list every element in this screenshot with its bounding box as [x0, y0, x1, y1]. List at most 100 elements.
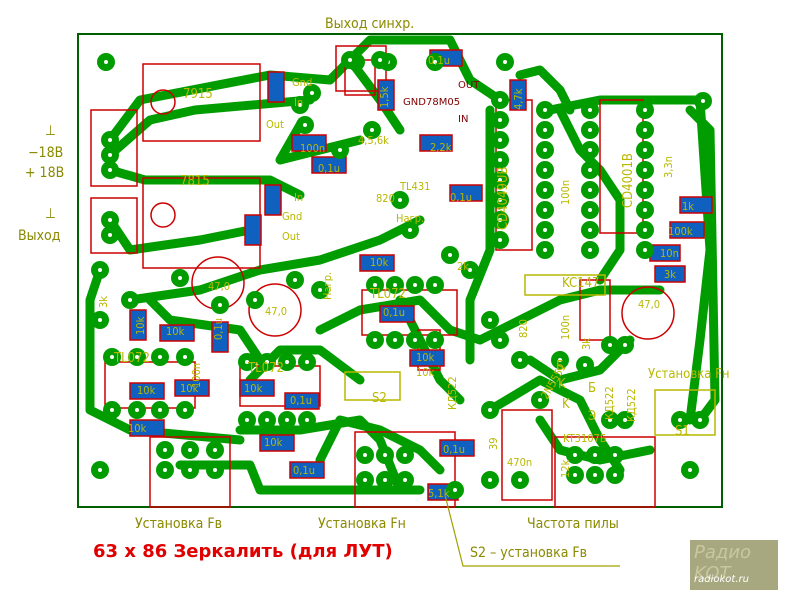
label-out: Out	[266, 118, 284, 131]
label-cd4049ub: CD4049UB	[496, 166, 511, 230]
drill-hole	[188, 448, 192, 452]
drill-hole	[498, 218, 502, 222]
drill-hole	[293, 278, 297, 282]
drill-hole	[378, 58, 382, 62]
label-3k-3: 3k	[97, 296, 110, 308]
label-10k-v: 10k	[134, 316, 147, 335]
mirror-note: 63 x 86 Зеркалить (для ЛУТ)	[93, 541, 393, 562]
drill-hole	[453, 488, 457, 492]
label-10n: 10n	[660, 247, 679, 260]
drill-hole	[218, 303, 222, 307]
label-78m05: 78M05	[426, 97, 460, 108]
label-47-0-3: 47,0	[265, 305, 287, 318]
copper-trace	[465, 105, 495, 365]
label-k: K	[558, 377, 566, 392]
regulator-7815-outline	[142, 177, 261, 269]
drill-hole	[310, 91, 314, 95]
label-2-2k: 2,2k	[430, 141, 452, 154]
drill-hole	[348, 58, 352, 62]
label-47-0-2: 47,0	[208, 280, 230, 293]
drill-hole	[608, 343, 612, 347]
smd-component	[239, 379, 275, 397]
drill-hole	[588, 128, 592, 132]
label-39: 39	[487, 437, 500, 450]
drill-hole	[588, 188, 592, 192]
label-470n: 470n	[507, 456, 532, 469]
label-10k-c: 10k	[180, 382, 199, 395]
label-saw-frequency: Частота пилы	[527, 516, 619, 532]
drill-hole	[573, 473, 577, 477]
drill-hole	[588, 108, 592, 112]
smd-component	[284, 392, 320, 410]
label-100n-2: 100n	[559, 180, 572, 205]
drill-hole	[588, 228, 592, 232]
label-b: Б	[556, 359, 564, 374]
drill-hole	[135, 408, 139, 412]
copper-trace	[315, 295, 485, 345]
drill-hole	[213, 468, 217, 472]
drill-hole	[543, 128, 547, 132]
label-kd522-2: КД522	[625, 388, 638, 422]
label-tl072-c: TL072	[369, 287, 406, 302]
capacitor-470n-outline	[501, 409, 553, 501]
label-e: Э	[588, 409, 596, 424]
smd-component	[174, 379, 210, 397]
smd-component	[129, 419, 165, 437]
label-4-5-6k: 4,5,6k	[358, 134, 389, 147]
label-in-2: In	[294, 191, 303, 204]
drill-hole	[643, 148, 647, 152]
smd-component	[289, 461, 325, 479]
drill-hole	[305, 360, 309, 364]
drill-hole	[98, 268, 102, 272]
copper-trace	[315, 415, 445, 475]
label-b-2: Б	[588, 381, 596, 396]
label-01u-5: 0,1u	[290, 394, 312, 407]
drill-hole	[433, 338, 437, 342]
mounting-hole-7915	[150, 89, 176, 115]
electrolytic-capacitor-47u	[621, 286, 675, 340]
drill-hole	[613, 473, 617, 477]
drill-hole	[498, 178, 502, 182]
drill-hole	[303, 123, 307, 127]
drill-hole	[643, 248, 647, 252]
drill-hole	[213, 448, 217, 452]
drill-hole	[158, 408, 162, 412]
output-label: Выход	[18, 228, 61, 244]
drill-hole	[245, 360, 249, 364]
label-12k: 12k	[559, 459, 572, 478]
smd-component	[679, 196, 713, 214]
copper-trace	[555, 105, 625, 285]
drill-hole	[678, 418, 682, 422]
drill-hole	[183, 408, 187, 412]
drill-hole	[593, 453, 597, 457]
label-10k-g: 10k	[370, 256, 389, 269]
drill-hole	[163, 448, 167, 452]
drill-hole	[468, 268, 472, 272]
drill-hole	[643, 188, 647, 192]
drill-hole	[245, 418, 249, 422]
mounting-hole-7815	[150, 202, 176, 228]
copper-traces	[85, 35, 720, 495]
label-out-2: Out	[282, 230, 300, 243]
drill-hole	[498, 198, 502, 202]
drill-hole	[543, 248, 547, 252]
pot-fv-outline	[149, 436, 231, 508]
drill-hole	[383, 478, 387, 482]
label-gnd-78m05: GND	[403, 97, 426, 108]
drill-hole	[108, 153, 112, 157]
drill-hole	[158, 355, 162, 359]
smd-component	[359, 254, 395, 272]
label-tl072-a: TL072	[113, 351, 150, 366]
label-s2: S2	[372, 391, 387, 406]
label-01u-3: 0,1u	[450, 191, 472, 204]
copper-trace	[485, 375, 625, 475]
drill-hole	[498, 238, 502, 242]
copper-trace	[515, 65, 575, 115]
drill-hole	[108, 218, 112, 222]
smd-component	[377, 79, 395, 111]
drill-hole	[623, 418, 627, 422]
drill-hole	[370, 128, 374, 132]
ground-symbol-2: ⊥	[45, 206, 56, 222]
label-gnd-2: Gnd	[282, 210, 302, 223]
switch-s2-outline	[344, 371, 401, 401]
